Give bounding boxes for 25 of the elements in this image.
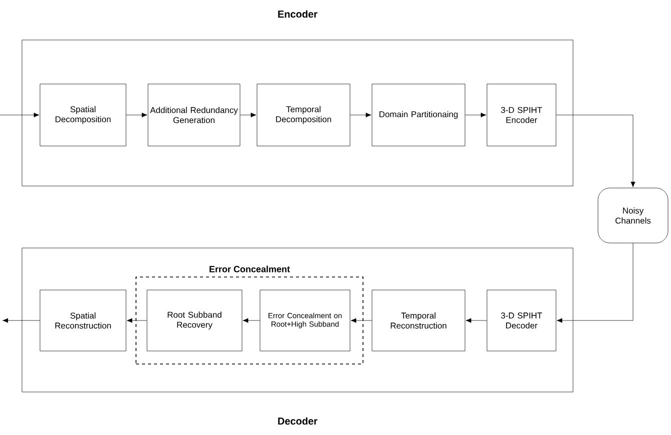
group-heading: Decoder <box>278 417 318 425</box>
process-box: Temporal Reconstruction <box>372 290 466 352</box>
arrow <box>0 112 40 118</box>
arrow <box>350 112 372 118</box>
process-box: Additional Redundancy Generation <box>148 84 240 146</box>
group-heading: Encoder <box>278 10 318 18</box>
process-box: Root Subband Recovery <box>146 290 242 352</box>
arrow <box>556 243 634 323</box>
arrow <box>466 318 487 323</box>
arrow <box>240 112 256 118</box>
group-heading: Error Concealment <box>210 266 290 272</box>
arrow <box>242 318 260 323</box>
arrow <box>126 318 147 323</box>
process-box: 3-D SPIHT Decoder <box>486 290 556 352</box>
channel-box: Noisy Channels <box>598 188 668 244</box>
process-box: 3-D SPIHT Encoder <box>486 84 556 146</box>
process-box: Domain Partitionaing <box>372 84 466 146</box>
arrow <box>465 112 486 118</box>
arrow <box>556 114 636 188</box>
process-box: Spatial Decomposition <box>40 84 126 146</box>
arrow <box>126 112 148 118</box>
process-box: Temporal Decomposition <box>256 84 350 146</box>
process-box: Spatial Reconstruction <box>40 290 126 352</box>
arrow <box>350 318 372 323</box>
arrow <box>2 318 40 323</box>
